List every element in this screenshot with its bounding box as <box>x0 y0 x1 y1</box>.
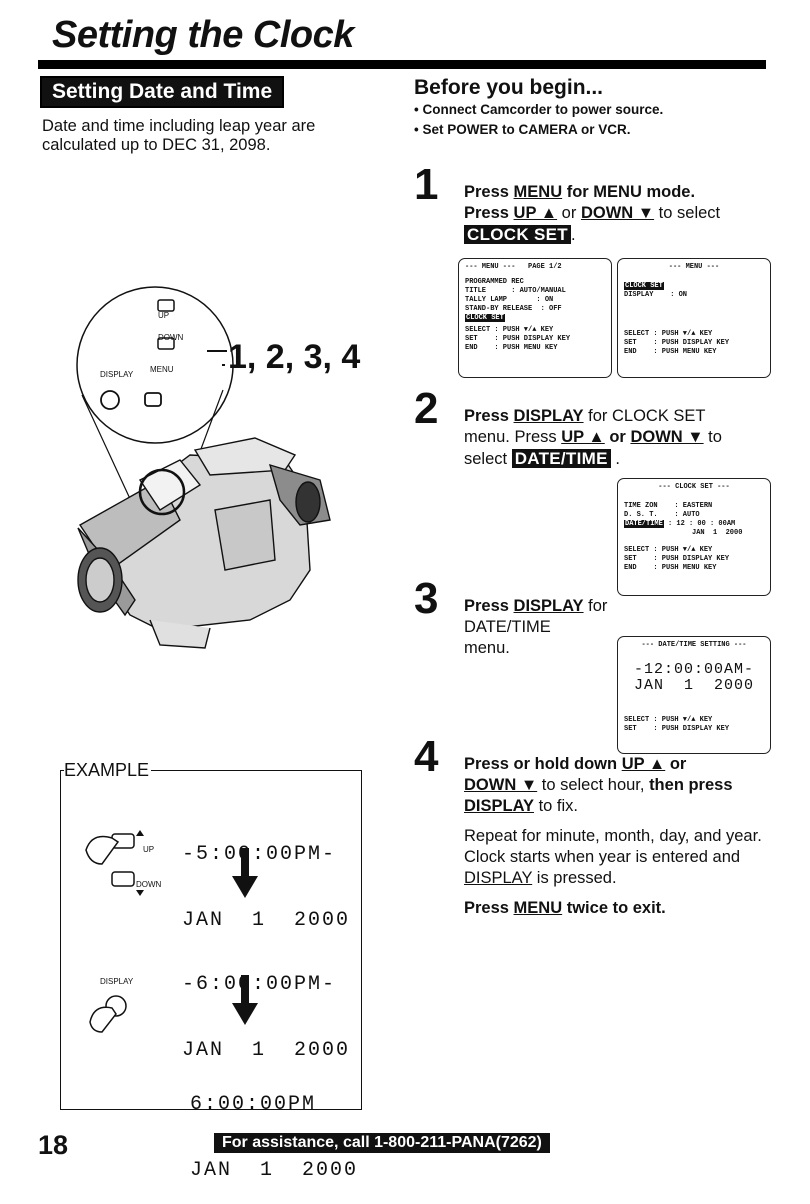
menu-screen-page2: --- MENU --- CLOCK SET DISPLAY : ON SELE… <box>617 258 771 378</box>
lcd-date: JAN 1 2000 <box>633 677 755 694</box>
step-4-repeat-text: Repeat for minute, month, day, and year.… <box>464 827 762 887</box>
before-bullet-2: • Set POWER to CAMERA or VCR. <box>414 122 631 137</box>
example-display-label: DISPLAY <box>100 977 134 986</box>
camcorder-illustration <box>76 286 331 649</box>
example-date-2: JAN 1 2000 <box>182 1039 351 1062</box>
step-3-number: 3 <box>414 574 439 623</box>
step-1-text: Press MENU for MENU mode. Press UP ▲ or … <box>464 183 721 244</box>
before-bullets: • Connect Camcorder to power source. • S… <box>414 100 663 140</box>
example-box <box>60 770 362 1110</box>
clock-set-highlight: CLOCK SET <box>464 225 571 244</box>
arrow-down-icon <box>232 975 258 1025</box>
date-time-highlight: DATE/TIME <box>511 449 611 468</box>
arrow-down-icon <box>232 848 258 898</box>
lcd-time: -12:00:00AM- <box>633 661 755 678</box>
example-down-label: DOWN <box>136 880 162 889</box>
up-label: UP <box>158 311 170 320</box>
example-time-2: -6:00:00PM- <box>182 973 337 996</box>
step-4-number: 4 <box>414 732 439 781</box>
down-button-drawing <box>157 337 175 350</box>
step-3-text: Press DISPLAY for DATE/TIME menu. <box>464 597 608 657</box>
example-label: EXAMPLE <box>64 760 152 781</box>
section-title: Setting Date and Time <box>40 76 285 108</box>
step-2-number: 2 <box>414 384 439 433</box>
page-number: 18 <box>38 1130 69 1160</box>
example-date-3: JAN 1 2000 <box>190 1159 359 1182</box>
callout-line <box>207 350 227 352</box>
display-label: DISPLAY <box>100 370 134 379</box>
example-up-label: UP <box>143 845 155 854</box>
menu-button-drawing <box>144 392 162 407</box>
down-label: DOWN <box>158 333 184 342</box>
up-button-drawing <box>157 299 175 312</box>
example-time-1: -5:00:00PM- <box>182 843 337 866</box>
menu-screen-page1: --- MENU --- PAGE 1/2 PROGRAMMED REC TIT… <box>458 258 612 378</box>
menu-label: MENU <box>150 365 174 374</box>
step-1-number: 1 <box>414 160 439 209</box>
example-time-3: 6:00:00PM <box>190 1093 317 1116</box>
page-title: Setting the Clock <box>52 14 354 56</box>
example-date-1: JAN 1 2000 <box>182 909 351 932</box>
title-rule <box>38 60 766 69</box>
before-bullet-1: • Connect Camcorder to power source. <box>414 102 664 117</box>
date-time-setting-screen: --- DATE/TIME SETTING --- -12:00:00AM- J… <box>617 636 771 754</box>
step-callout: 1, 2, 3, 4 <box>228 338 361 376</box>
step-4-text: Press or hold down UP ▲ or DOWN ▼ to sel… <box>464 755 733 815</box>
step-2-text: Press DISPLAY for CLOCK SET menu. Press … <box>464 407 722 468</box>
example-frame-1: -5:00:00PM- JAN 1 2000 <box>182 800 350 954</box>
step-4-exit-text: Press MENU twice to exit. <box>464 899 666 917</box>
finger-press-display-icon <box>89 995 127 1033</box>
example-frame-2: -6:00:00PM- JAN 1 2000 <box>182 930 350 1084</box>
assistance-banner: For assistance, call 1-800-211-PANA(7262… <box>214 1133 550 1153</box>
finger-press-icon <box>85 830 144 896</box>
before-heading: Before you begin... <box>414 76 604 99</box>
intro-text: Date and time including leap year are ca… <box>42 117 316 154</box>
clock-set-screen: --- CLOCK SET --- TIME ZON : EASTERN D. … <box>617 478 771 596</box>
example-frame-3: 6:00:00PM JAN 1 2000 <box>190 1050 358 1204</box>
display-button-drawing <box>100 390 120 410</box>
